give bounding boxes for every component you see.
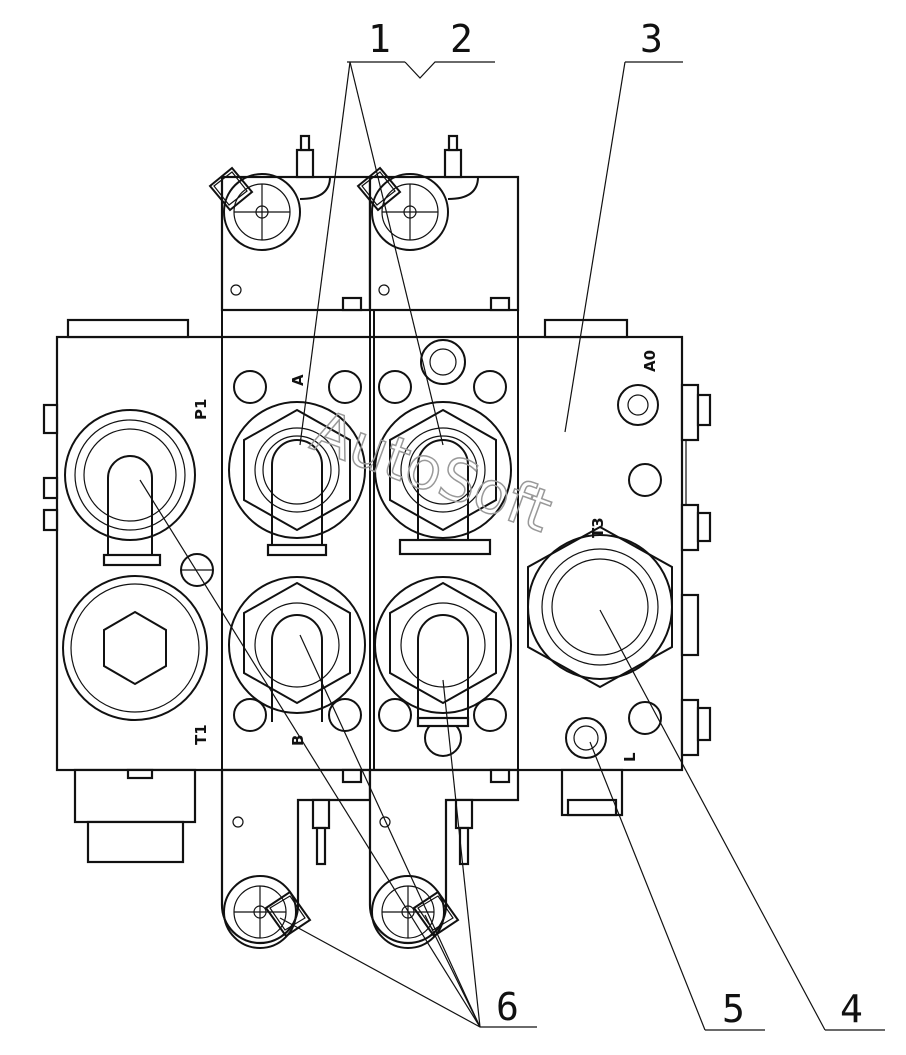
callout-6: 6 [496,985,519,1029]
port-label-l: L [621,752,639,762]
port-label-b: B [289,735,307,746]
bottom-solenoid-left [220,768,372,949]
port-label-a0: A0 [641,350,659,372]
callout-4: 4 [840,987,863,1031]
inlet-port-p1 [64,409,196,567]
valve-body [42,310,712,772]
port-label-t1: T1 [192,724,210,745]
work-section-1 [228,370,366,732]
leader-lines [139,61,885,1031]
work-section-2 [374,339,512,757]
top-solenoid-right [356,134,520,312]
callout-5: 5 [722,987,745,1031]
callout-1: 1 [368,17,391,61]
top-solenoid-left [208,134,372,312]
port-label-p1: P1 [192,399,210,420]
port-label-t3: T3 [589,517,607,538]
inlet-bottom-block [73,768,197,864]
outlet-section [527,384,673,817]
tank-port-t1-plug [62,575,208,721]
callout-3: 3 [640,17,663,61]
port-label-a: A [289,374,307,386]
bottom-solenoid-right [368,768,520,949]
callout-2: 2 [450,17,473,61]
